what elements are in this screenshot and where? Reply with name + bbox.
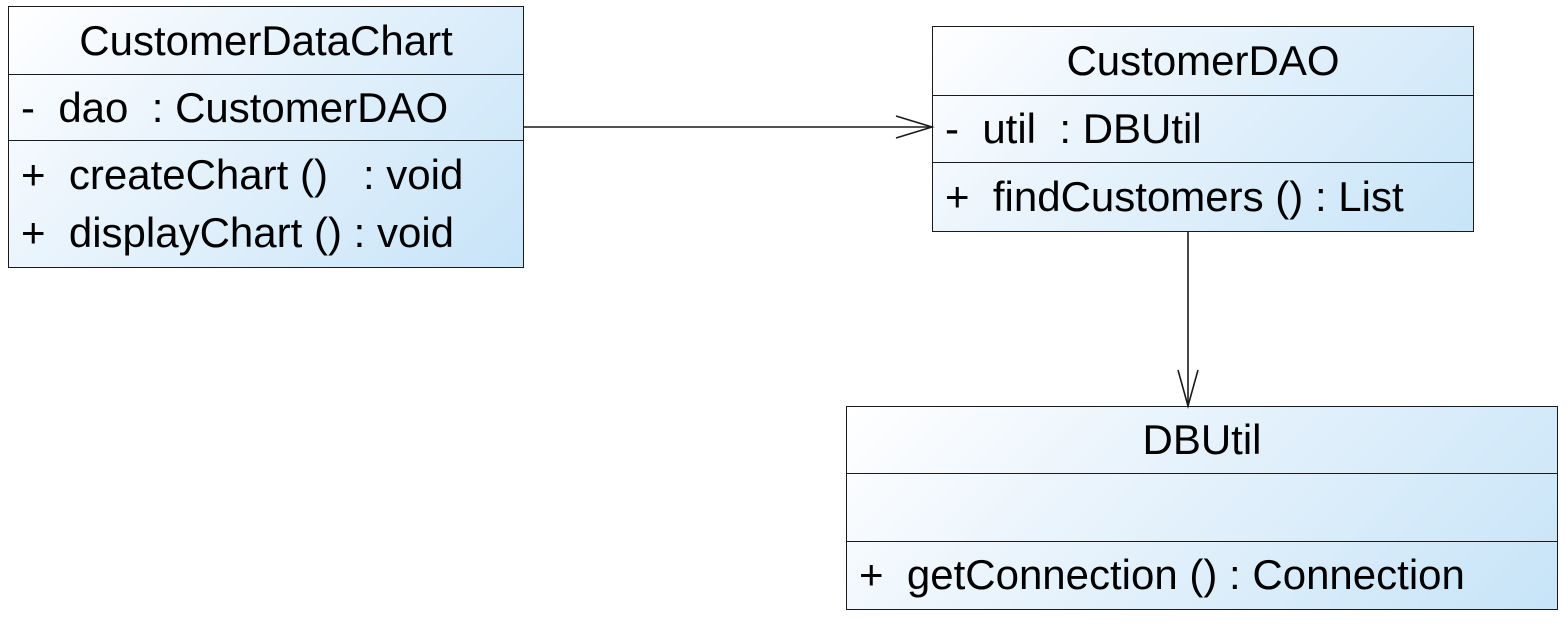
attribute-dao: - dao : CustomerDAO xyxy=(21,83,449,131)
class-customer-data-chart[interactable]: CustomerDataChart - dao : CustomerDAO + … xyxy=(8,6,524,268)
association-chart-to-dao[interactable] xyxy=(524,115,935,139)
attributes-section xyxy=(847,474,1557,542)
operations-section: + getConnection () : Connection xyxy=(847,542,1557,608)
operation-find-customers: + findCustomers () : List xyxy=(945,172,1404,220)
class-db-util[interactable]: DBUtil + getConnection () : Connection xyxy=(846,406,1558,610)
attributes-section: - dao : CustomerDAO xyxy=(9,75,523,141)
class-customer-dao[interactable]: CustomerDAO - util : DBUtil + findCustom… xyxy=(932,26,1474,232)
operations-section: + createChart () : void + displayChart (… xyxy=(9,141,523,266)
attributes-section: - util : DBUtil xyxy=(933,96,1473,163)
class-name: CustomerDataChart xyxy=(9,7,523,75)
attribute-util: - util : DBUtil xyxy=(945,105,1202,152)
association-dao-to-dbutil[interactable] xyxy=(1177,232,1199,409)
operation-get-connection: + getConnection () : Connection xyxy=(859,551,1465,598)
operations-section: + findCustomers () : List xyxy=(933,163,1473,230)
operation-display-chart: + displayChart () : void xyxy=(21,208,455,256)
operation-create-chart: + createChart () : void xyxy=(21,150,464,198)
class-name: CustomerDAO xyxy=(933,27,1473,96)
class-name: DBUtil xyxy=(847,407,1557,474)
